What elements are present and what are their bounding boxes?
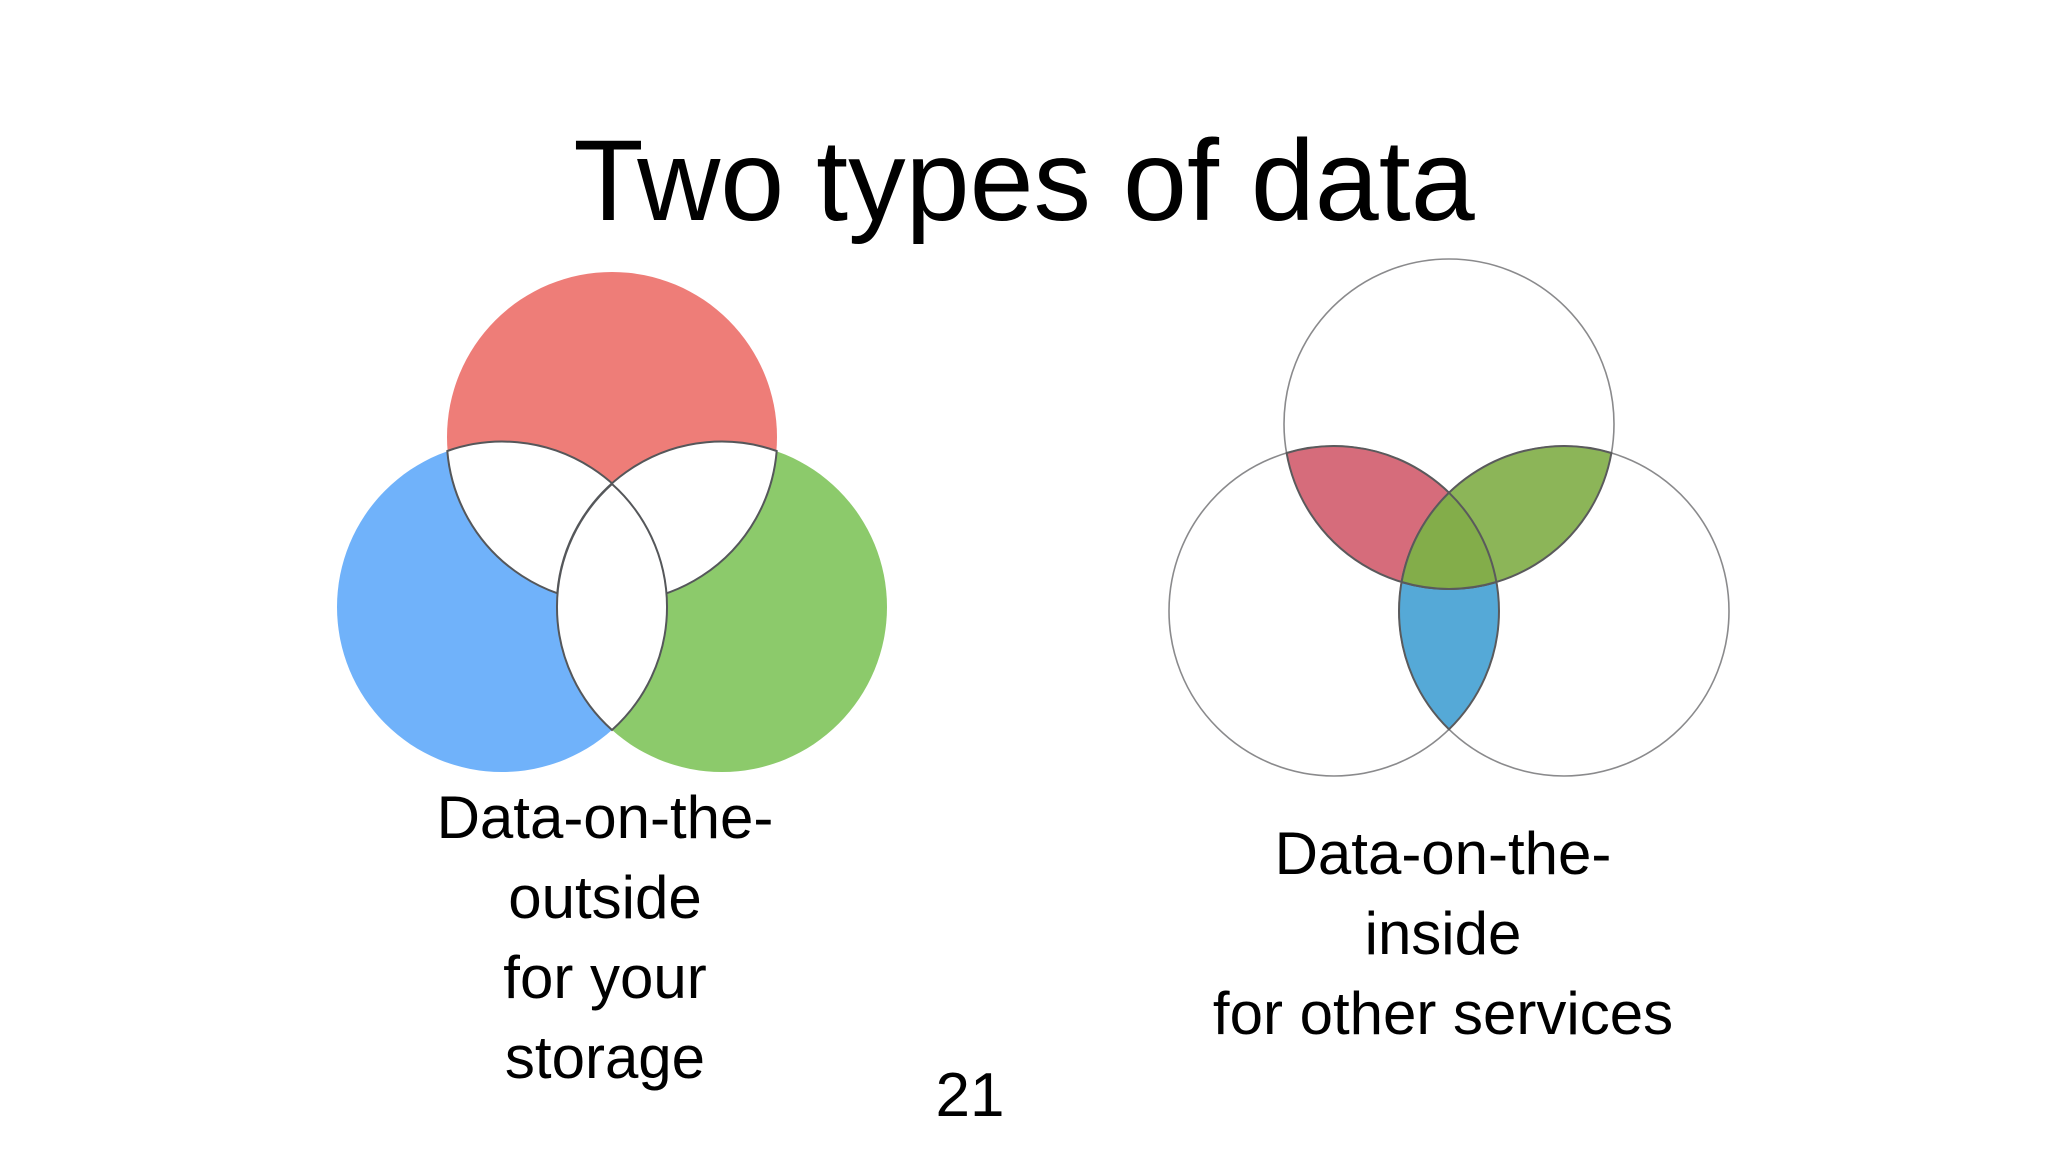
venn-inside-label-line-1: Data-on-the-	[1274, 820, 1612, 887]
venn-inside-label: Data-on-the- inside for other services	[1143, 814, 1743, 1054]
venn-inside-diagram	[1168, 258, 1730, 777]
page-number: 21	[935, 1061, 1005, 1130]
venn-inside-label-line-2: inside	[1364, 900, 1522, 967]
venn-outside-diagram	[337, 272, 887, 772]
venn-outside-label-line-4: storage	[504, 1024, 706, 1091]
venn-outside-label-line-2: outside	[508, 864, 702, 931]
venn-inside-overlap-center	[1400, 491, 1498, 590]
venn-outside-label: Data-on-the- outside for your storage	[305, 778, 905, 1098]
venn-inside-label-line-3: for other services	[1212, 980, 1674, 1047]
venn-outside-label-line-3: for your	[503, 944, 707, 1011]
venn-outside-label-line-1: Data-on-the-	[436, 784, 774, 851]
venn-outside-overlap-bottom	[555, 482, 669, 732]
slide-title: Two types of data	[573, 117, 1475, 245]
